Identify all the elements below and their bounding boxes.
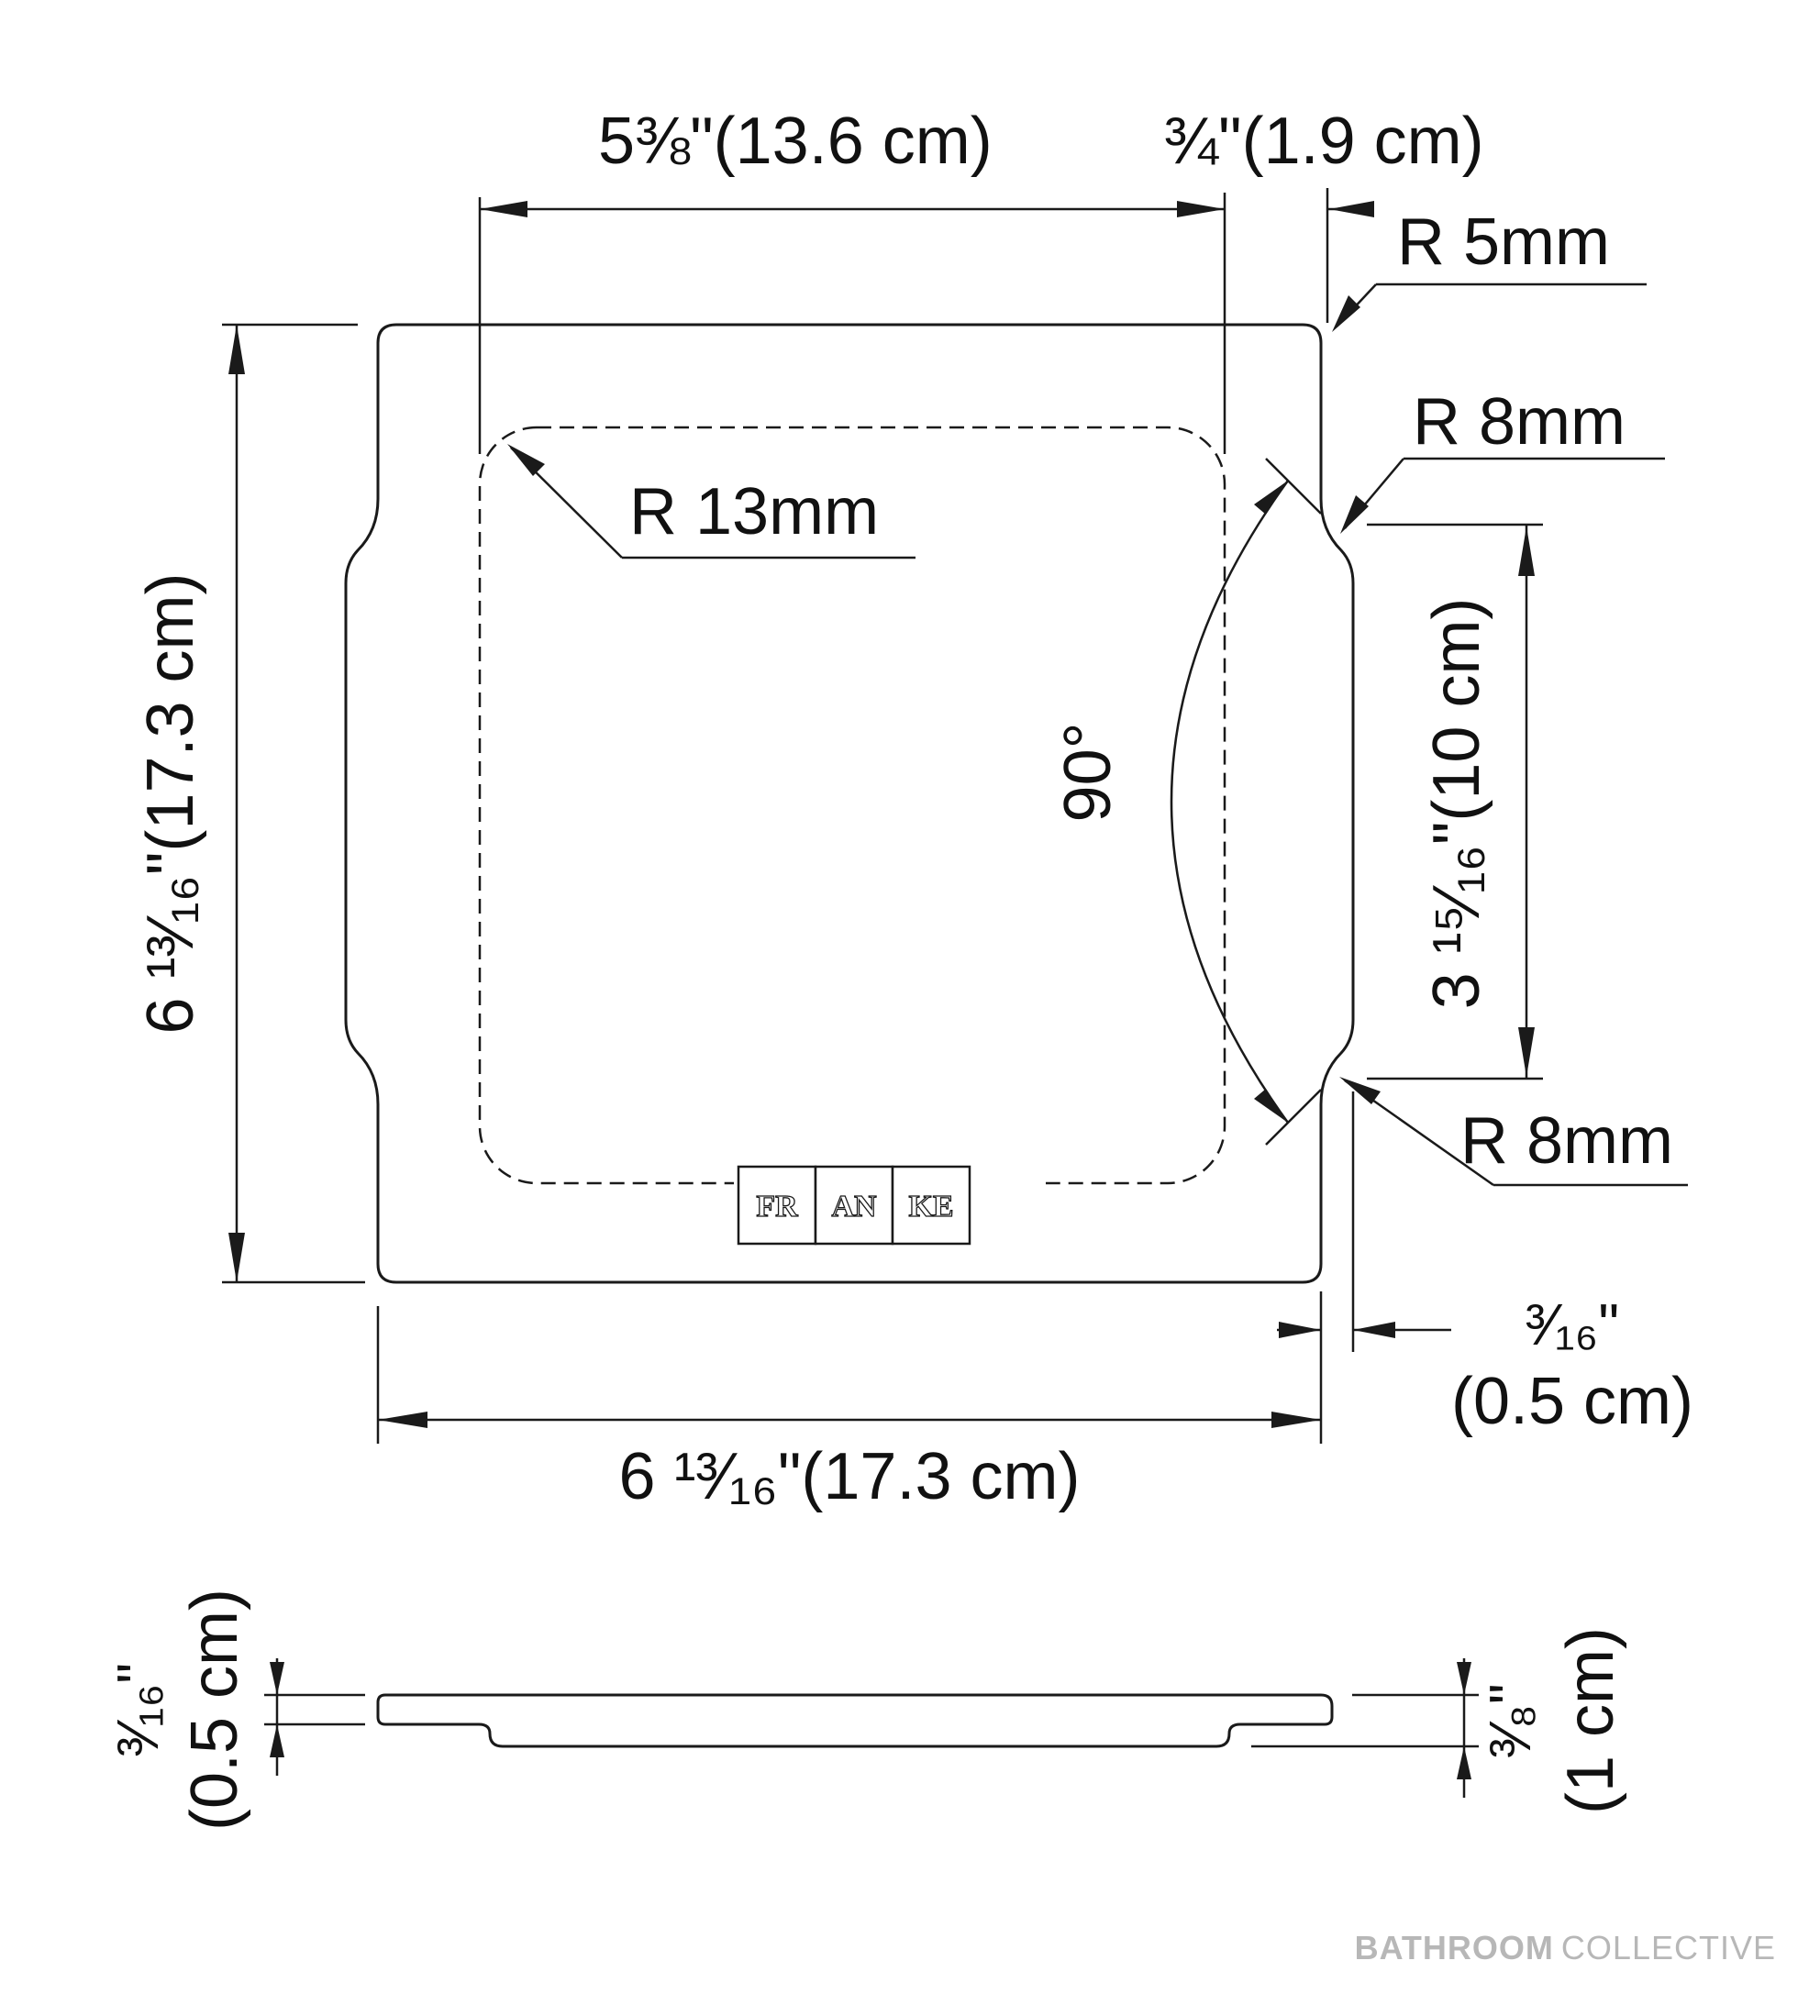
dim-label-inner-width: 5⅜"(13.6 cm) — [598, 105, 993, 178]
dim-label-side-right-cm: (1 cm) — [1554, 1627, 1627, 1814]
dim-label-notch-height: 3 ¹⁵⁄₁₆"(10 cm) — [1420, 598, 1493, 1010]
dim-label-side-left-cm: (0.5 cm) — [178, 1589, 251, 1831]
arrowhead — [1254, 481, 1288, 515]
logo-block-2 — [814, 1165, 894, 1246]
logo-letters-3: KE — [908, 1190, 953, 1224]
arrowhead — [1271, 1412, 1321, 1428]
arrowhead — [1340, 495, 1369, 534]
top-view: FR AN KE 5⅜"(13.6 cm) ¾"(1.9 cm) R 5mm R… — [134, 105, 1693, 1513]
arrowhead — [1329, 201, 1374, 217]
dim-label-inset-inch: ³⁄₁₆" — [1526, 1291, 1619, 1357]
dim-label-height-left: 6 ¹³⁄₁₆"(17.3 cm) — [134, 573, 207, 1035]
label-radius-notch-top: R 8mm — [1413, 385, 1626, 459]
arrowhead — [378, 1412, 427, 1428]
dim-label-offset: ¾"(1.9 cm) — [1163, 105, 1484, 178]
watermark-light: COLLECTIVE — [1561, 1929, 1776, 1966]
angle-ref-line-bottom — [1265, 1089, 1322, 1146]
franke-logo: FR AN KE — [737, 1165, 971, 1246]
arrowhead — [1518, 1027, 1535, 1077]
logo-letters-1: FR — [756, 1190, 798, 1224]
arrowhead — [1279, 1322, 1321, 1338]
arrowhead — [1254, 1089, 1288, 1123]
dim-label-inset-cm: (0.5 cm) — [1451, 1365, 1693, 1438]
arrowhead — [1457, 1662, 1471, 1695]
label-angle: 90° — [1051, 723, 1125, 823]
arrowhead — [1177, 201, 1225, 217]
angle-arc — [1170, 480, 1290, 1124]
dim-label-width-bottom: 6 ¹³⁄₁₆"(17.3 cm) — [619, 1440, 1081, 1513]
label-radius-inner: R 13mm — [629, 475, 879, 548]
arrowhead — [507, 444, 545, 476]
arrowhead — [228, 1233, 245, 1282]
logo-block-3 — [891, 1165, 971, 1246]
arrowhead — [270, 1724, 284, 1757]
arrowhead — [480, 201, 527, 217]
side-view: ³⁄₁₆" (0.5 cm) ³⁄₈" (1 cm) — [105, 1589, 1627, 1831]
logo-block-1 — [737, 1165, 817, 1246]
arrowhead — [1339, 1077, 1381, 1104]
arrowhead — [1457, 1746, 1471, 1779]
dim-label-side-right-inch: ³⁄₈" — [1477, 1683, 1543, 1757]
label-radius-notch-bottom: R 8mm — [1460, 1104, 1673, 1178]
label-radius-corner: R 5mm — [1397, 205, 1610, 279]
angle-ref-line-top — [1265, 458, 1322, 515]
arrowhead — [228, 325, 245, 374]
watermark-bold: BATHROOM — [1355, 1929, 1554, 1966]
arrowhead — [1353, 1322, 1395, 1338]
dim-label-side-left-inch: ³⁄₁₆" — [105, 1663, 171, 1756]
side-profile — [376, 1693, 1334, 1748]
arrowhead — [270, 1662, 284, 1695]
arrowhead — [1518, 526, 1535, 576]
arrowhead — [1332, 295, 1360, 332]
plate-outline — [344, 323, 1355, 1284]
logo-letters-2: AN — [831, 1190, 877, 1224]
